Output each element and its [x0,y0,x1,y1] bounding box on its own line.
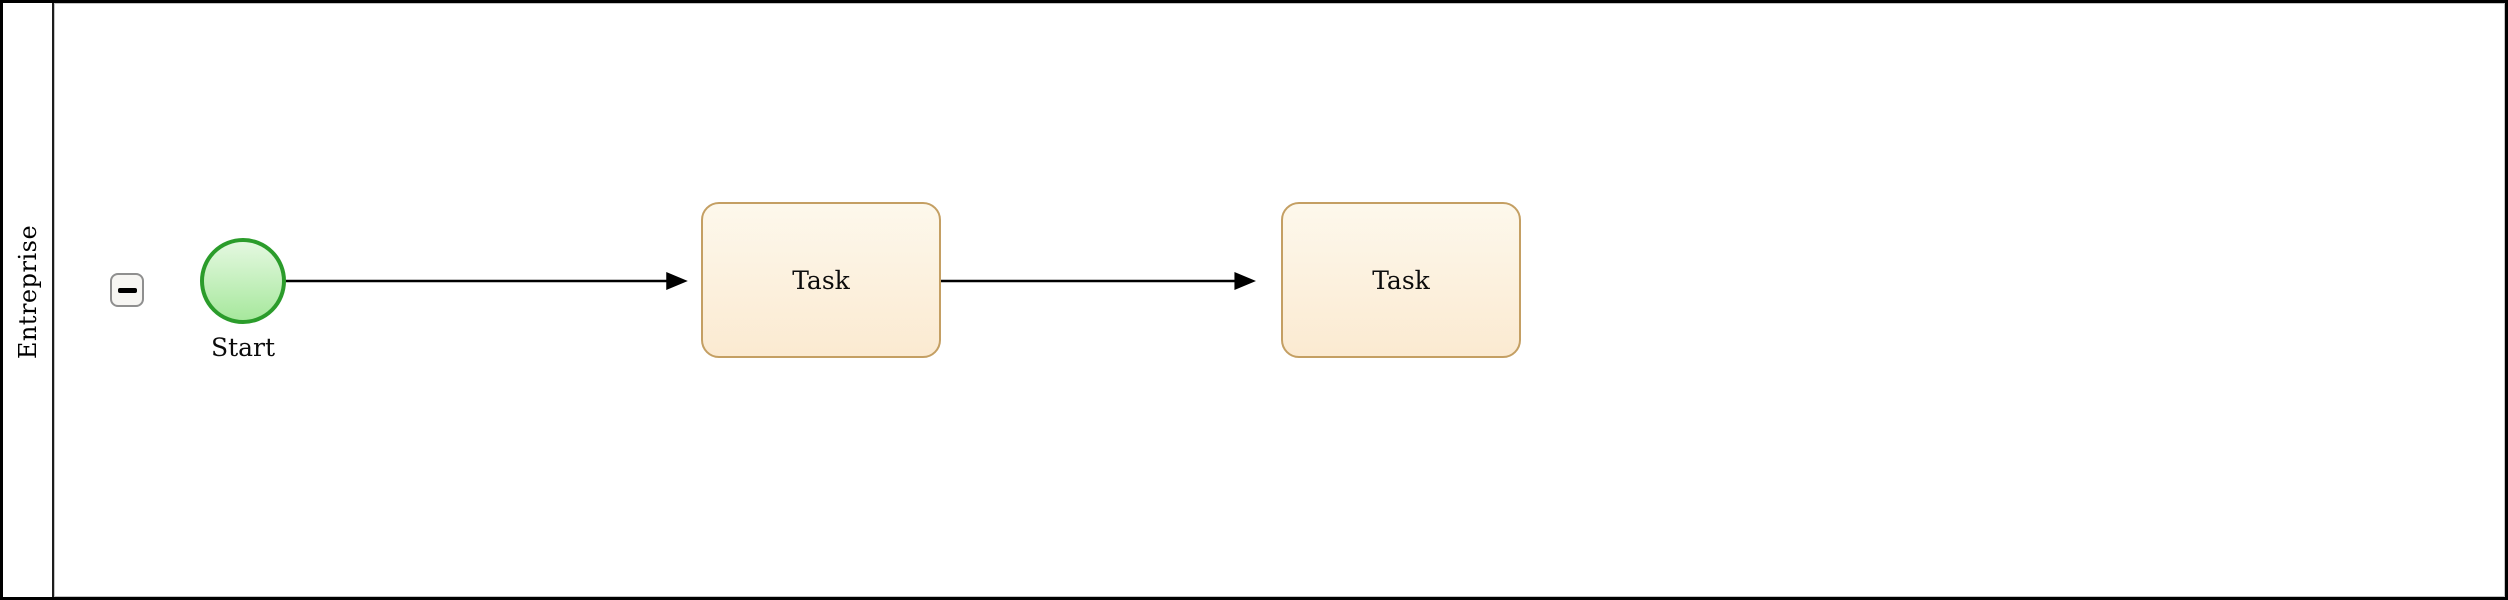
start-event-label: Start [210,333,276,362]
process-canvas: Start Task Task [54,3,2505,597]
pool-label-band[interactable]: Entreprise [3,3,54,597]
pool-label: Entreprise [13,224,42,360]
start-event-node[interactable] [200,238,286,324]
arrowhead-icon [666,272,688,290]
sequence-flow-start-to-task1[interactable] [281,272,688,290]
task-node-1[interactable]: Task [701,202,941,358]
arrowhead-icon [1234,272,1256,290]
task-2-label: Task [1372,265,1430,295]
sequence-flow-task1-to-task2[interactable] [922,272,1256,290]
minus-icon [117,287,137,293]
collapse-pool-button[interactable] [110,273,144,307]
sequence-flows [281,272,1256,290]
task-1-label: Task [792,265,850,295]
task-node-2[interactable]: Task [1281,202,1521,358]
